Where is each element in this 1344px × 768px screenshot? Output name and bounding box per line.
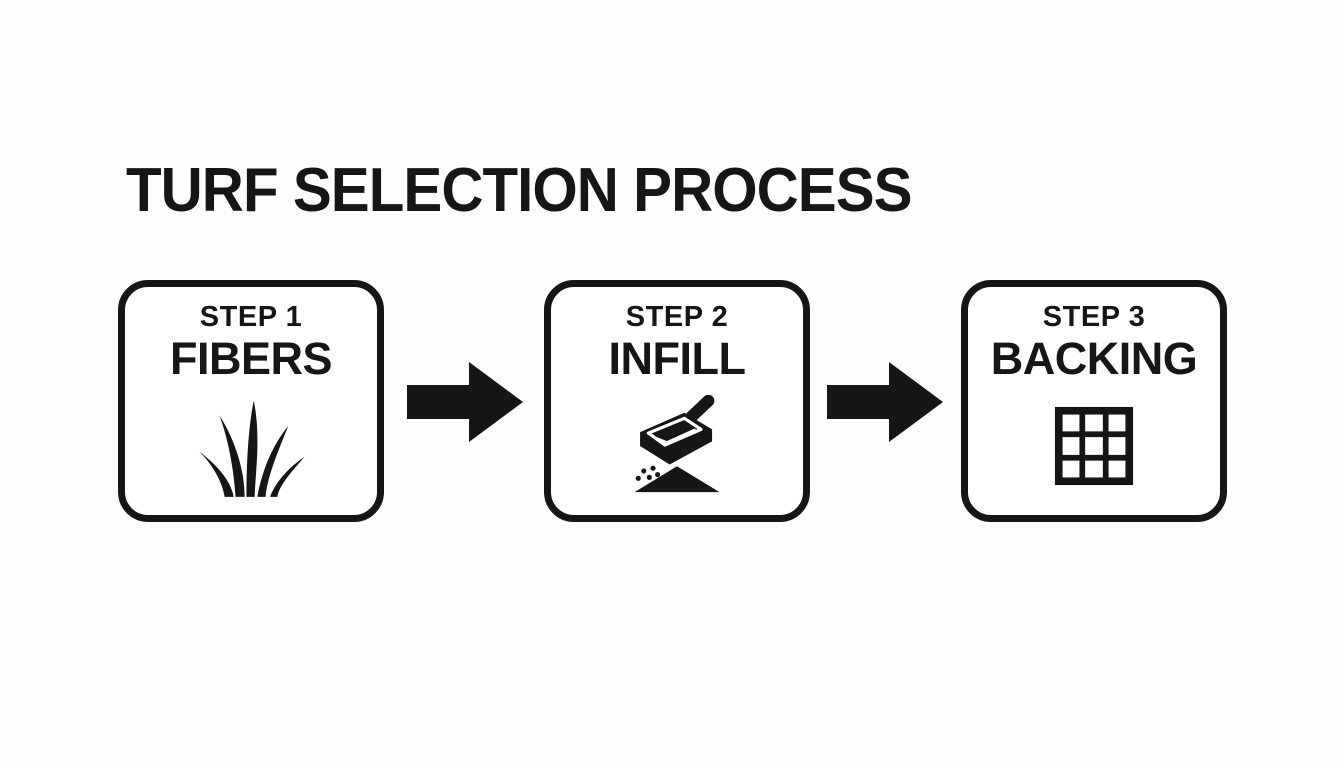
step-label: STEP 1 — [199, 301, 303, 333]
step-name: FIBERS — [169, 332, 333, 384]
infill-scoop-icon — [634, 395, 720, 493]
step-label: STEP 2 — [625, 301, 729, 333]
step-icon-area — [125, 383, 377, 515]
step-name: INFILL — [608, 332, 746, 384]
step-name: BACKING — [990, 332, 1198, 384]
step-card-fibers: STEP 1 FIBERS — [118, 280, 384, 522]
page-title: TURF SELECTION PROCESS — [126, 155, 913, 225]
step-card-backing: STEP 3 BACKING — [961, 280, 1227, 522]
step-icon-area — [968, 383, 1220, 515]
backing-grid-icon — [1054, 407, 1134, 486]
arrow-right-icon — [407, 362, 523, 442]
arrow-right-icon — [827, 362, 943, 442]
step-card-infill: STEP 2 INFILL — [544, 280, 810, 522]
step-label: STEP 3 — [1042, 301, 1146, 333]
step-icon-area — [551, 383, 803, 515]
grass-fibers-icon — [199, 400, 305, 498]
